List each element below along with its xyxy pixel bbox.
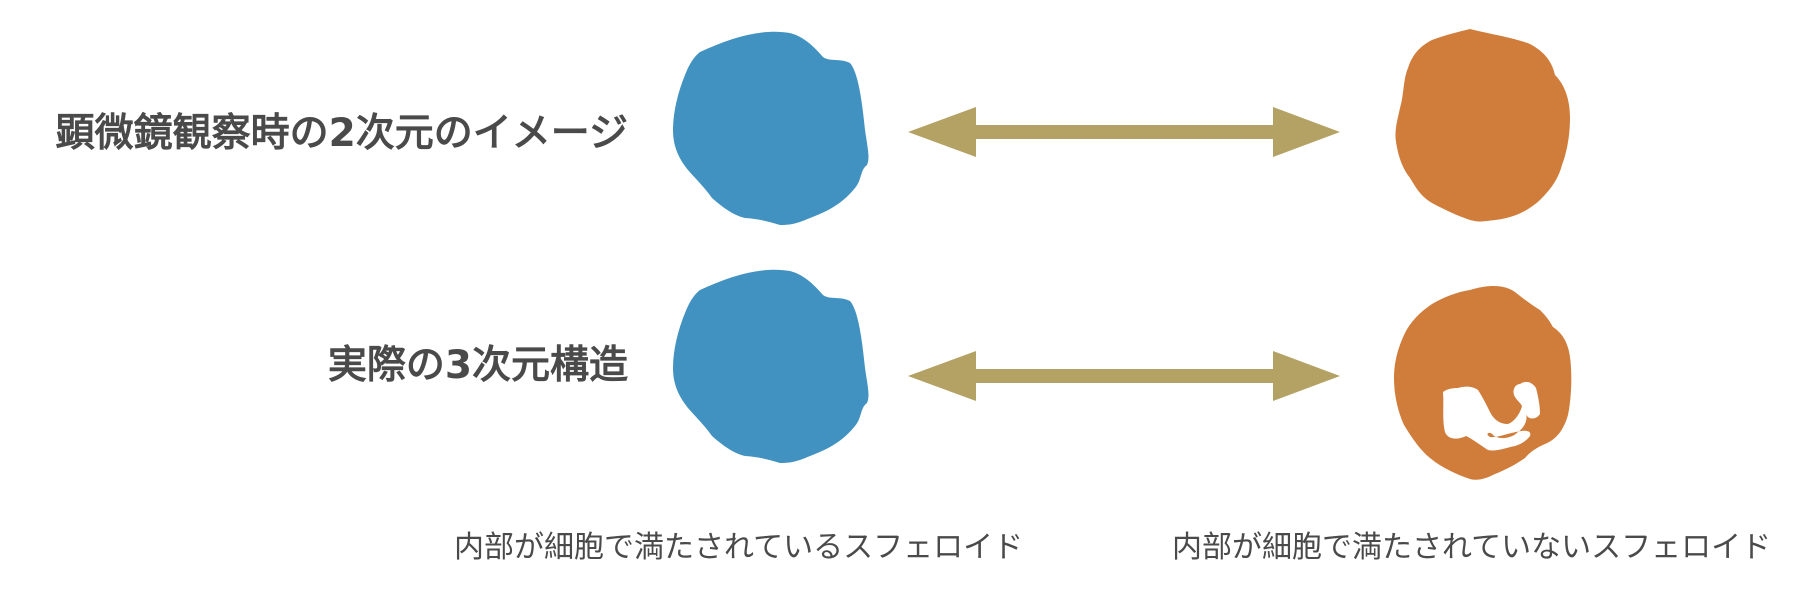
hollow-spheroid-2d — [1395, 29, 1570, 222]
row-label-2d-image: 顕微鏡観察時の2次元のイメージ — [56, 111, 628, 156]
filled-spheroid-3d — [673, 269, 869, 463]
caption-filled-spheroid: 内部が細胞で満たされているスフェロイド — [454, 530, 1023, 565]
caption-hollow-spheroid: 内部が細胞で満たされていないスフェロイド — [1172, 530, 1771, 565]
double-arrow-top — [908, 107, 1340, 157]
row-label-3d-structure: 実際の3次元構造 — [328, 343, 628, 388]
filled-spheroid-2d — [673, 31, 869, 225]
hollow-spheroid-3d — [1394, 286, 1572, 480]
double-arrow-bottom — [908, 351, 1340, 401]
